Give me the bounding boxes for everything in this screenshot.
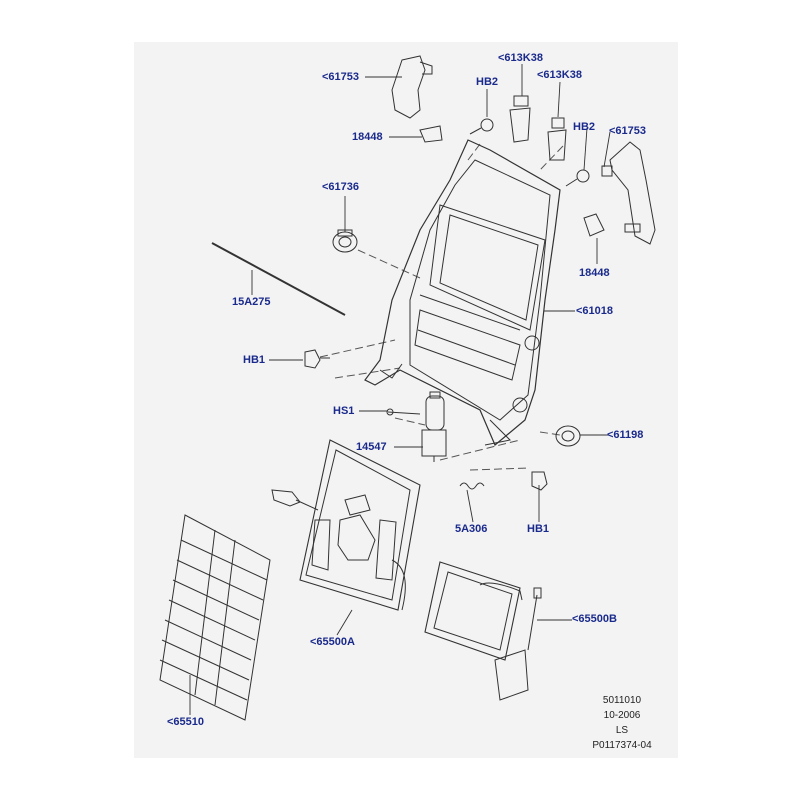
- callout-65510: <65510: [167, 716, 205, 728]
- assembly-dash-lines: [319, 143, 564, 471]
- callout-hb1-right: HB1: [527, 523, 550, 535]
- callout-61753-left: <61753: [322, 71, 360, 83]
- spring-5a306: [459, 482, 485, 490]
- lumbar-pump-65500b: [424, 561, 542, 701]
- lumbar-mat-65500a: [271, 439, 421, 611]
- callout-18448-top: 18448: [352, 131, 383, 143]
- callout-61198: <61198: [607, 429, 644, 441]
- screw-hs1: [386, 408, 421, 416]
- ref-model: LS: [615, 725, 629, 736]
- ref-code: 5011010: [602, 695, 642, 706]
- callout-5a306: 5A306: [455, 523, 488, 535]
- bolt-hb1-left: [304, 349, 330, 369]
- bracket-61753-right: [583, 141, 656, 245]
- bracket-61753-left: [391, 55, 443, 143]
- callout-hb1-left: HB1: [243, 354, 266, 366]
- motor-14547: [421, 391, 447, 462]
- callout-hs1: HS1: [333, 405, 355, 417]
- bolt-hb1-right: [531, 471, 548, 491]
- callout-65500a: <65500A: [310, 636, 355, 648]
- callout-61736: <61736: [322, 181, 360, 193]
- seat-back-frame: [364, 139, 561, 446]
- callout-61753-right: <61753: [609, 125, 647, 137]
- bushing-61736: [332, 229, 358, 253]
- diagram-panel: [134, 42, 678, 758]
- ref-date: 10-2006: [603, 710, 641, 721]
- leader-lines: [189, 64, 611, 715]
- callout-613k38-top: <613K38: [498, 52, 543, 64]
- callout-613k38-second: <613K38: [537, 69, 582, 81]
- wire-grid-65510: [159, 514, 271, 721]
- callout-15a275: 15A275: [232, 296, 271, 308]
- ref-part-number: P0117374-04: [592, 740, 652, 751]
- callout-18448-right: 18448: [579, 267, 610, 279]
- callout-61018: <61018: [576, 305, 614, 317]
- callout-hb2-right: HB2: [573, 121, 596, 133]
- callout-hb2-left: HB2: [476, 76, 499, 88]
- plug-613k38: [509, 95, 567, 161]
- bolt-hb2: [469, 118, 590, 187]
- callout-65500b: <65500B: [572, 613, 617, 625]
- cap-61198: [555, 425, 581, 447]
- callout-14547: 14547: [356, 441, 387, 453]
- rod-15a275: [211, 242, 346, 316]
